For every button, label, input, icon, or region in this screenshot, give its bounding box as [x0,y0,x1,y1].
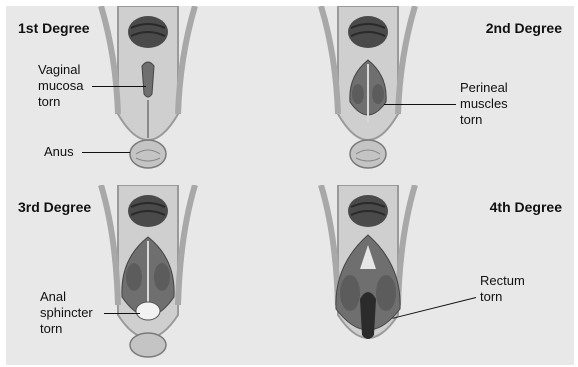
label-torn: torn [480,289,502,305]
label-torn: torn [460,112,482,128]
mucosa-tear [142,62,154,97]
label-mucosa: mucosa [38,78,84,94]
muscle-right [154,263,170,291]
leader-line [384,104,456,105]
muscle-left [126,263,142,291]
anus [130,140,166,168]
muscle-left [352,84,364,104]
label-sphincter: sphincter [40,305,93,321]
label-torn: torn [40,321,62,337]
label-anus: Anus [44,144,74,160]
label-anal: Anal [40,289,66,305]
muscle-right [376,275,396,311]
label-perineal: Perineal [460,80,508,96]
anus [350,140,386,168]
sphincter-tear [136,302,160,320]
panel-title: 3rd Degree [18,199,91,215]
panel-title: 1st Degree [18,20,90,36]
label-vaginal: Vaginal [38,62,80,78]
muscle-left [340,275,360,311]
label-rectum: Rectum [480,273,525,289]
panel-1st-degree: 1st Degree Vaginal mucosa torn Anus [6,6,290,186]
panel-title: 2nd Degree [486,20,562,36]
label-torn: torn [38,94,60,110]
leader-line [104,313,140,314]
leader-line [82,152,130,153]
panel-2nd-degree: 2nd Degree Perineal muscles torn [290,6,574,186]
label-muscles: muscles [460,96,508,112]
panel-3rd-degree: 3rd Degree Anal sphincter torn [6,185,290,365]
anus [130,333,166,357]
rectum-opening [360,292,376,339]
muscle-right [372,84,384,104]
panel-4th-degree: 4th Degree Rectum torn [290,185,574,365]
panel-title: 4th Degree [490,199,562,215]
leader-line [92,86,146,87]
